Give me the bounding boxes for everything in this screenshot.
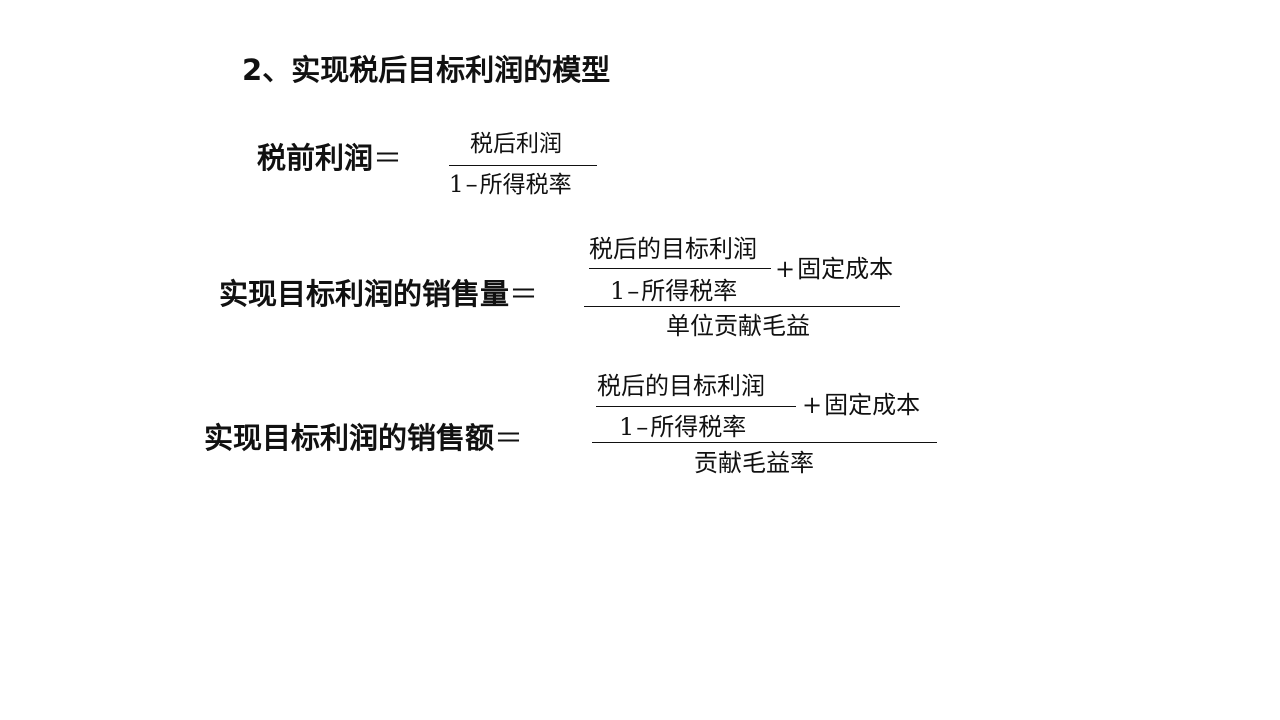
formula2-lhs: 实现目标利润的销售量＝	[219, 277, 538, 311]
formula1-numerator: 税后利润	[470, 131, 562, 157]
formula2-fixed-cost: 固定成本	[797, 255, 894, 283]
formula1-equals: ＝	[373, 141, 403, 175]
formula2-equals: ＝	[509, 277, 539, 311]
formula3-inner-denominator: 1–所得税率	[619, 412, 746, 442]
formula1-minus: –	[465, 170, 478, 198]
formula2-one: 1	[610, 277, 626, 305]
formula3-denominator: 贡献毛益率	[694, 449, 814, 477]
formula3-equals: ＝	[494, 421, 524, 455]
formula3-fixed-cost: 固定成本	[824, 391, 921, 419]
section-title-text: 、实现税后目标利润的模型	[262, 53, 611, 87]
formula2-inner-fraction-bar	[589, 268, 771, 269]
section-number: 2	[242, 53, 263, 87]
formula1-fraction-bar	[449, 165, 597, 166]
formula1-lhs-text: 税前利润	[257, 141, 374, 175]
formula3-minus: –	[636, 413, 649, 441]
formula3-main-fraction-bar	[592, 442, 937, 443]
formula1-one: 1	[449, 172, 464, 198]
formula2-inner-denominator-term: 所得税率	[641, 277, 738, 305]
formula2-inner-denominator: 1–所得税率	[610, 276, 737, 306]
formula1-denominator: 1–所得税率	[449, 170, 572, 199]
formula3-lhs-text: 实现目标利润的销售额	[204, 421, 495, 455]
formula3-fixed-cost-term: +固定成本	[802, 390, 920, 420]
formula3-plus: +	[802, 391, 823, 419]
formula2-plus: +	[775, 255, 796, 283]
formula2-main-fraction-bar	[584, 306, 900, 307]
formula2-lhs-text: 实现目标利润的销售量	[219, 277, 510, 311]
formula2-denominator: 单位贡献毛益	[666, 312, 810, 340]
formula3-one: 1	[619, 413, 635, 441]
section-title: 2、实现税后目标利润的模型	[242, 50, 610, 90]
formula2-minus: –	[627, 277, 640, 305]
formula3-lhs: 实现目标利润的销售额＝	[204, 421, 523, 455]
formula2-inner-numerator: 税后的目标利润	[589, 235, 757, 263]
formula3-inner-fraction-bar	[596, 406, 796, 407]
formula1-denominator-term: 所得税率	[479, 172, 572, 198]
formula3-inner-numerator: 税后的目标利润	[597, 372, 765, 400]
formula2-fixed-cost-term: +固定成本	[775, 254, 893, 284]
formula1-lhs: 税前利润＝	[257, 141, 402, 175]
formula3-inner-denominator-term: 所得税率	[650, 413, 747, 441]
